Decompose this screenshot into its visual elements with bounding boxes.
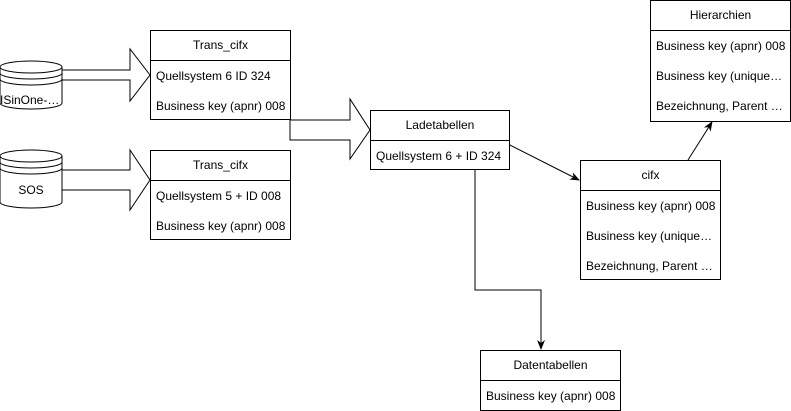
entity-field: Business key (apnr) 008 bbox=[586, 199, 716, 213]
entity-hierarchien[interactable]: Hierarchien Business key (apnr) 008 Busi… bbox=[650, 0, 791, 122]
block-arrow-trans1-to-lade bbox=[289, 97, 371, 161]
entity-title: Datentabellen bbox=[481, 351, 620, 381]
entity-title: Hierarchien bbox=[651, 1, 790, 31]
entity-field: Business key (uniquena... bbox=[586, 229, 720, 243]
entity-field: Quellsystem 6 ID 324 bbox=[156, 69, 271, 83]
entity-trans-cifx-1[interactable]: Trans_cifx Quellsystem 6 ID 324 Business… bbox=[150, 30, 291, 120]
entity-field: Business key (apnr) 008 bbox=[156, 99, 286, 113]
connector-lade-to-daten bbox=[474, 170, 545, 350]
entity-field: Quellsystem 5 + ID 008 bbox=[156, 189, 282, 203]
database-cylinder-sos[interactable] bbox=[0, 149, 63, 209]
connector-cifx-to-hier bbox=[687, 121, 713, 161]
entity-title: Trans_cifx bbox=[151, 151, 290, 181]
entity-field: Business key (apnr) 008 bbox=[486, 389, 616, 403]
entity-field: Bezeichnung, Parent et... bbox=[586, 259, 720, 273]
entity-title: Ladetabellen bbox=[371, 111, 509, 141]
database-cylinder-isinone[interactable] bbox=[0, 60, 63, 110]
entity-trans-cifx-2[interactable]: Trans_cifx Quellsystem 5 + ID 008 Busine… bbox=[150, 150, 291, 240]
entity-datentabellen[interactable]: Datentabellen Business key (apnr) 008 bbox=[480, 350, 621, 411]
connector-lade-to-cifx bbox=[499, 139, 580, 181]
entity-cifx[interactable]: cifx Business key (apnr) 008 Business ke… bbox=[580, 160, 721, 280]
entity-field: Quellsystem 6 + ID 324 bbox=[376, 149, 502, 163]
entity-title: Trans_cifx bbox=[151, 31, 290, 61]
entity-title: cifx bbox=[581, 161, 720, 191]
database-label-isinone: ISinOne-S... bbox=[0, 93, 62, 107]
entity-field: Business key (uniquena... bbox=[656, 69, 790, 83]
entity-ladetabellen[interactable]: Ladetabellen Quellsystem 6 + ID 324 bbox=[370, 110, 510, 170]
database-label-sos: SOS bbox=[18, 183, 44, 197]
entity-field: Bezeichnung, Parent et... bbox=[656, 99, 790, 113]
entity-field: Business key (apnr) 008 bbox=[656, 39, 786, 53]
block-arrow-db2-to-trans2 bbox=[61, 148, 151, 212]
block-arrow-db1-to-trans1 bbox=[61, 47, 151, 103]
entity-field: Business key (apnr) 008 bbox=[156, 219, 286, 233]
